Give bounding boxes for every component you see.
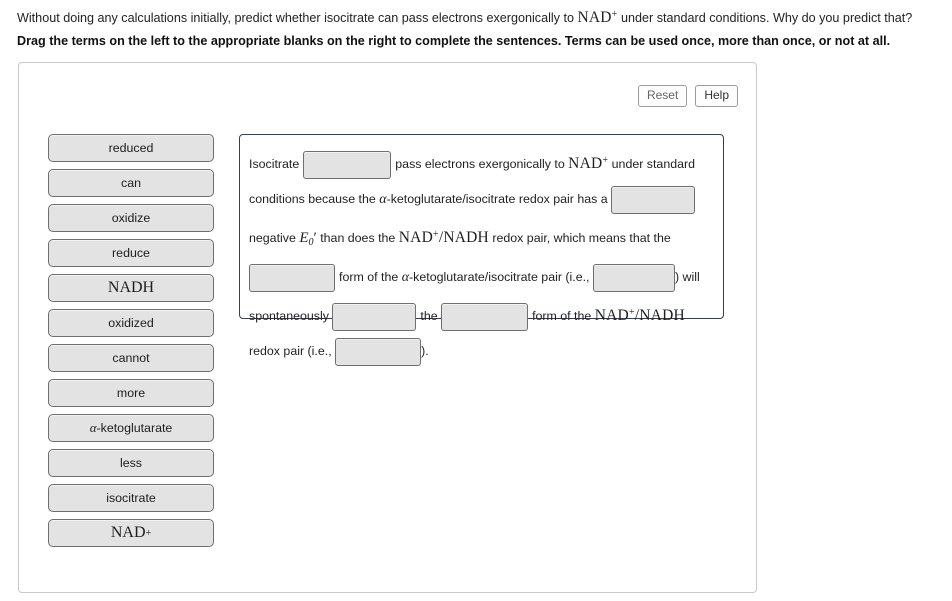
sentence-text-2: pass electrons exergonically to (395, 157, 565, 171)
sentence-text-5: negative (249, 231, 296, 245)
question-stem-part2: under standard conditions. Why do you pr… (617, 11, 913, 25)
blank-5[interactable] (332, 302, 417, 331)
term-item-isocitrate[interactable]: isocitrate (48, 484, 214, 512)
sentence-text-8: form of the (339, 270, 399, 284)
sentence-text-3: under standard conditions because the (249, 157, 696, 206)
activity-toolbar: Reset Help (637, 85, 738, 107)
sentence-alpha-2: α-ketoglutarate/isocitrate (401, 270, 538, 285)
question-stem: Without doing any calculations initially… (17, 6, 947, 27)
term-item-reduce[interactable]: reduce (48, 239, 214, 267)
sentence-text-13: redox pair (i.e., (249, 344, 332, 358)
sentence-alpha-1: α-ketoglutarate/isocitrate (379, 192, 516, 207)
term-bank: reduced can oxidize reduce NADH oxidized… (48, 134, 216, 554)
sentence-text-7: redox pair, which means that the (492, 231, 671, 245)
sentence-prime: ′ (313, 230, 317, 246)
term-item-oxidized[interactable]: oxidized (48, 309, 214, 337)
term-item-oxidize[interactable]: oxidize (48, 204, 214, 232)
reset-button[interactable]: Reset (637, 85, 688, 107)
sentence-text-6: than does the (320, 231, 396, 245)
term-item-can[interactable]: can (48, 169, 214, 197)
term-item-more[interactable]: more (48, 379, 214, 407)
term-item-less[interactable]: less (48, 449, 214, 477)
sentence-text-14: ). (421, 344, 429, 358)
activity-panel: Reset Help reduced can oxidize reduce NA… (18, 62, 757, 593)
sentence-text-9: pair (i.e., (541, 270, 590, 284)
term-item-nad-plus[interactable]: NAD+ (48, 519, 214, 547)
term-item-reduced[interactable]: reduced (48, 134, 214, 162)
sentence-math-e0prime: E0 (299, 230, 314, 248)
blank-4[interactable] (592, 263, 675, 292)
question-instruction: Drag the terms on the left to the approp… (17, 34, 891, 48)
sentence-text-12: form of the (532, 309, 592, 323)
sentence-text-10: ) will spontaneously (249, 270, 700, 323)
question-stem-math: NAD+ (577, 9, 618, 26)
term-label-suffix: -ketoglutarate (96, 421, 173, 435)
sentence-math-nad-nadh-1: NAD+/NADH (398, 229, 489, 246)
sentence-text-1: Isocitrate (249, 157, 300, 171)
sentence-drop-area: Isocitrate pass electrons exergonically t… (239, 134, 724, 366)
sentence-text-11: the (420, 309, 438, 323)
blank-7[interactable] (335, 337, 422, 366)
term-item-cannot[interactable]: cannot (48, 344, 214, 372)
term-item-nadh[interactable]: NADH (48, 274, 214, 302)
blank-6[interactable] (441, 302, 529, 331)
help-button[interactable]: Help (695, 85, 738, 107)
blank-1[interactable] (303, 150, 392, 179)
sentence-math-nad-1: NAD+ (568, 155, 609, 172)
blank-2[interactable] (611, 185, 696, 214)
sentence-text-4: redox pair has a (518, 192, 608, 206)
sentence-text: Isocitrate pass electrons exergonically t… (249, 143, 713, 369)
question-stem-part1: Without doing any calculations initially… (17, 11, 578, 25)
blank-3[interactable] (249, 263, 335, 292)
sentence-math-nad-nadh-2: NAD+/NADH (594, 307, 685, 324)
term-item-alpha-ketoglutarate[interactable]: α-ketoglutarate (48, 414, 214, 442)
